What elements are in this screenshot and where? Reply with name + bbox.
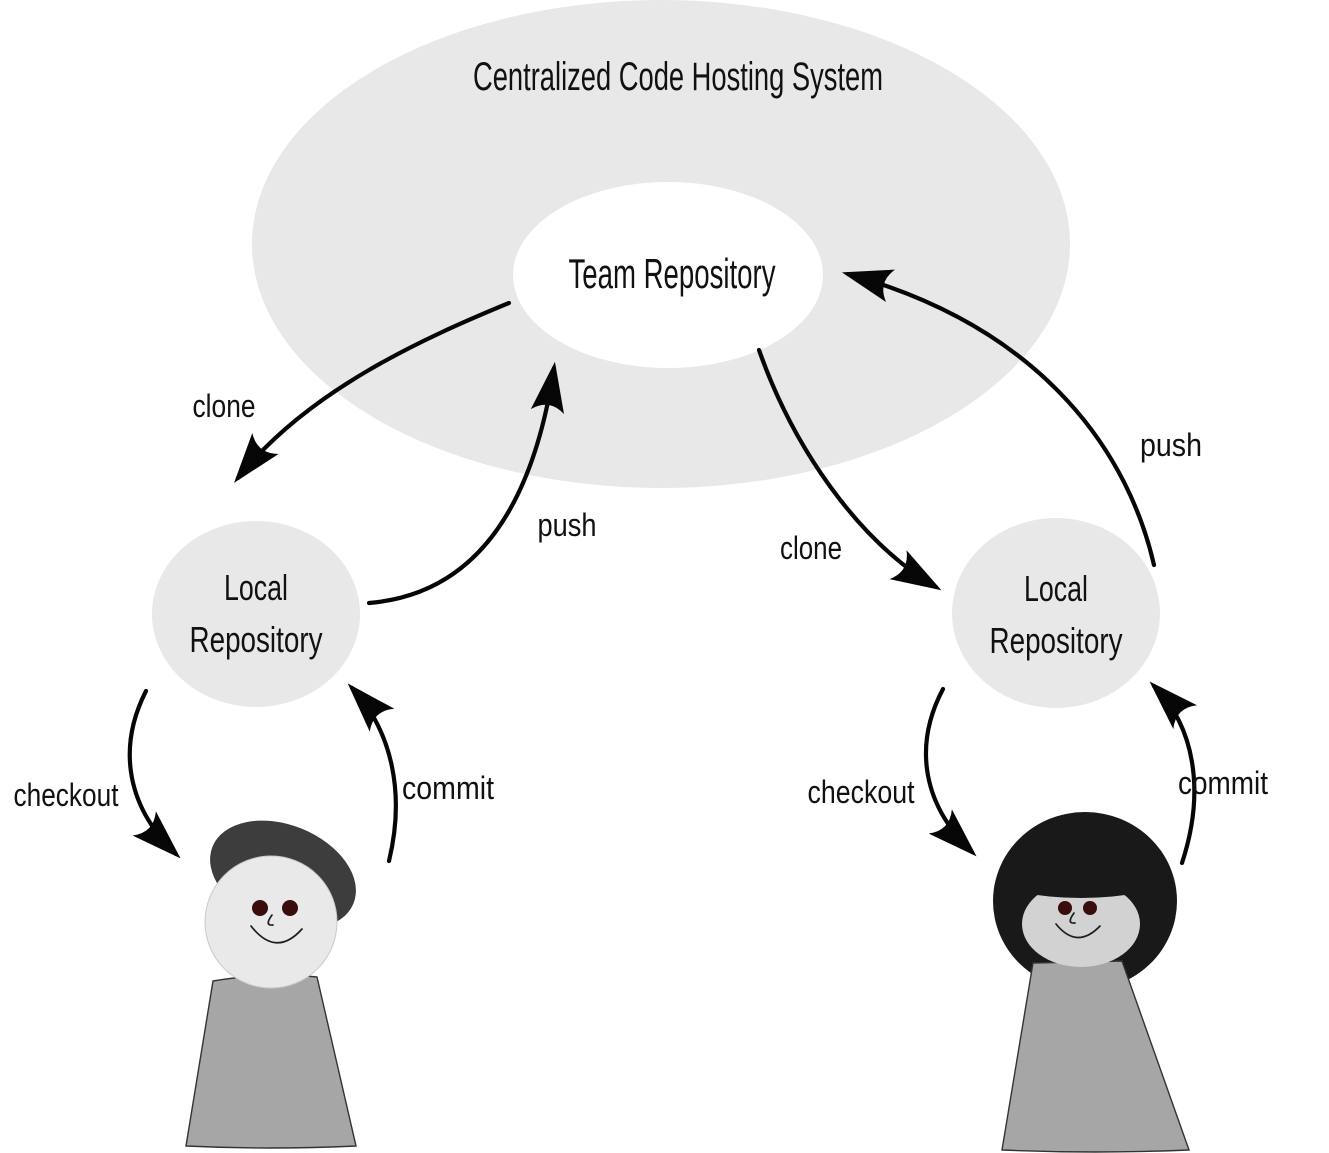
girl-bangs — [1018, 858, 1144, 898]
developer-girl-icon — [993, 812, 1190, 1153]
clone-label-right: clone — [780, 530, 842, 566]
boy-body — [185, 974, 357, 1149]
girl-right-eye — [1083, 901, 1097, 915]
boy-face — [204, 855, 338, 989]
checkout-arrow-left — [127, 688, 181, 859]
checkout-arrow-right — [923, 686, 977, 857]
clone-arrow-right — [756, 347, 942, 591]
hosting-system-title: Centralized Code Hosting System — [473, 55, 883, 99]
local-repository-right-node: Local Repository — [952, 518, 1160, 708]
local-repository-right-label-line1: Local — [1024, 568, 1088, 609]
boy-smile — [250, 925, 303, 944]
checkout-label-left: checkout — [14, 777, 119, 813]
push-label-right: push — [1140, 427, 1202, 463]
commit-label-left: commit — [402, 770, 494, 806]
commit-arrow-right — [1149, 681, 1198, 866]
boy-nose — [267, 914, 274, 926]
clone-label-left: clone — [193, 388, 256, 424]
local-repository-left-label-line2: Repository — [190, 619, 323, 660]
team-repository-node — [513, 182, 823, 368]
push-arrow-left — [366, 361, 565, 606]
girl-smile — [1055, 923, 1101, 939]
boy-left-eye — [252, 900, 268, 916]
checkout-label-right: checkout — [808, 774, 915, 810]
clone-arrow-left — [234, 300, 512, 483]
girl-face — [1022, 881, 1140, 967]
push-label-left: push — [538, 507, 597, 543]
local-repository-left-node: Local Repository — [152, 521, 360, 707]
local-repository-left-circle — [152, 521, 360, 707]
commit-label-right: commit — [1178, 765, 1268, 801]
developer-boy-icon — [185, 820, 357, 1149]
local-repository-right-circle — [952, 518, 1160, 708]
local-repository-right-label-line2: Repository — [990, 620, 1123, 661]
local-repository-left-label-line1: Local — [224, 567, 288, 608]
commit-arrow-left — [347, 683, 398, 864]
girl-left-eye — [1058, 901, 1072, 915]
push-arrow-right — [841, 269, 1157, 568]
team-repository-label: Team Repository — [569, 250, 776, 297]
boy-right-eye — [282, 900, 298, 916]
girl-body — [1001, 960, 1190, 1153]
girl-nose — [1069, 912, 1076, 924]
